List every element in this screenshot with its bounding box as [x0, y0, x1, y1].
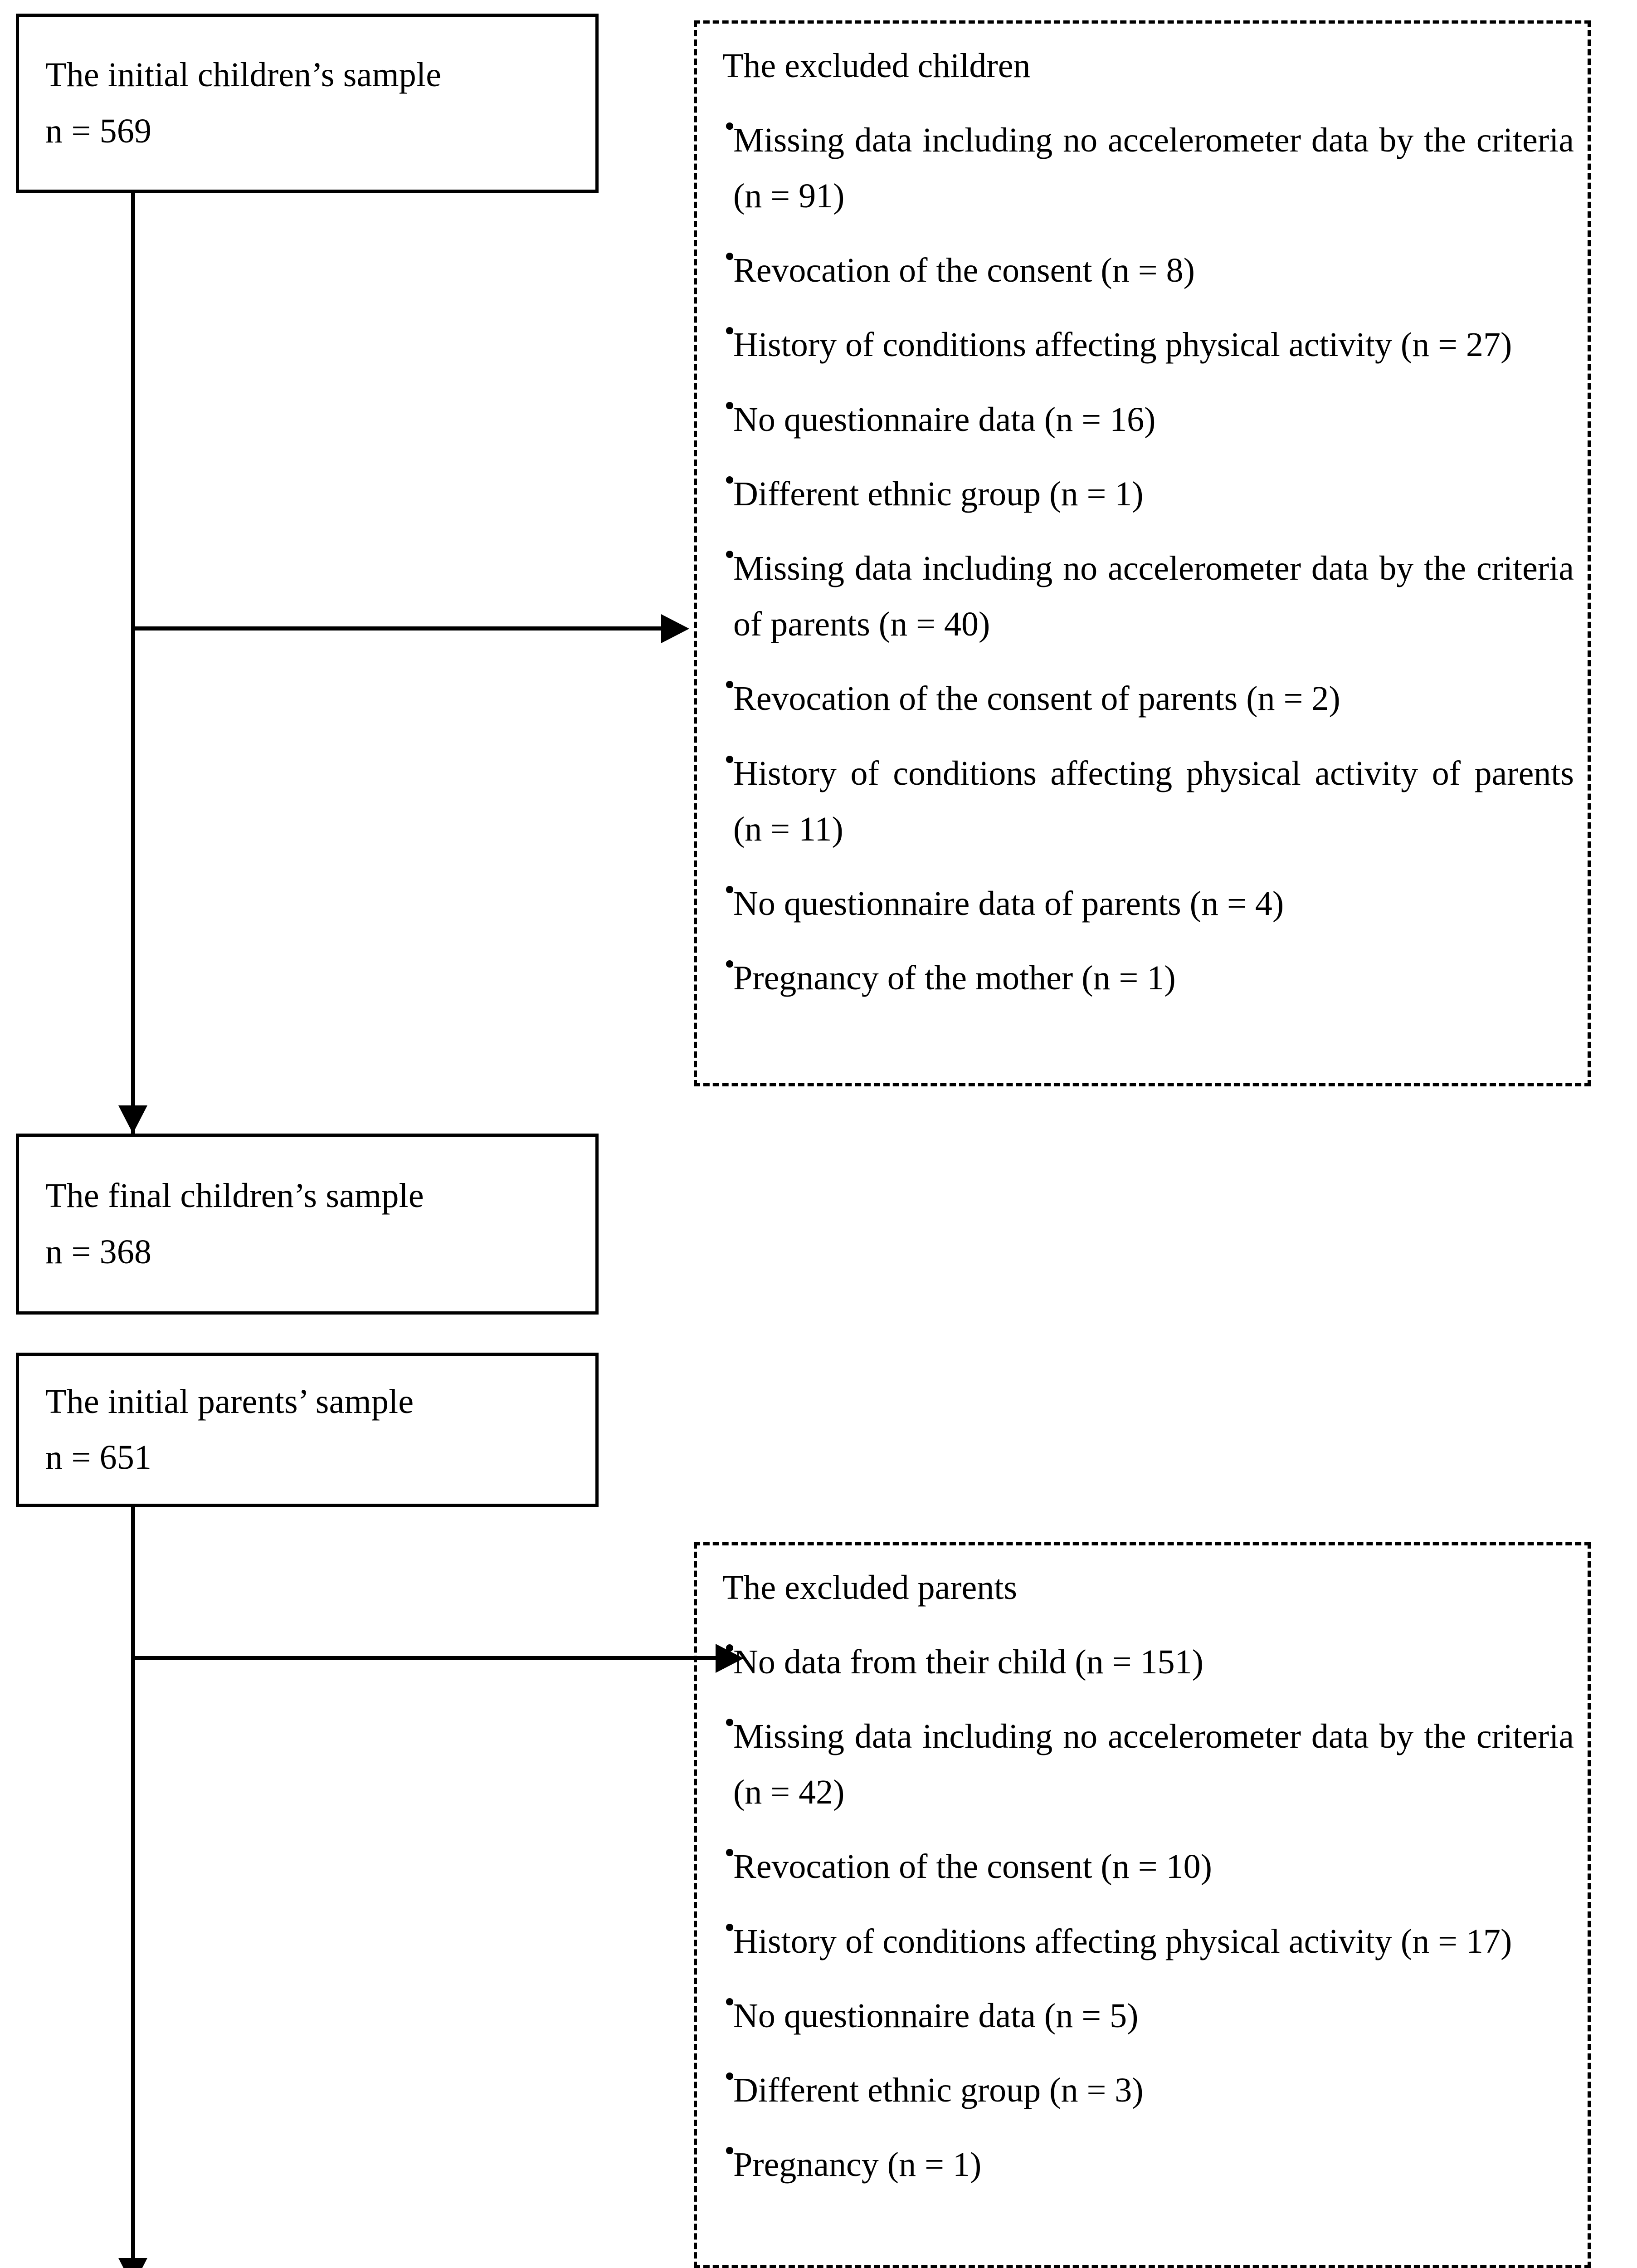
- list-item: ・Revocation of the consent (n = 8): [712, 230, 1574, 298]
- bullet-icon: ・: [712, 667, 747, 706]
- list-item: ・No questionnaire data (n = 5): [712, 1976, 1574, 2044]
- list-item-text: Revocation of the consent (n = 8): [733, 251, 1195, 290]
- bullet-icon: ・: [712, 2059, 747, 2097]
- list-item-text: Missing data including no accelerometer …: [733, 549, 1574, 644]
- connector-parents-branch-to-excluded: [131, 1656, 723, 1660]
- bullet-icon: ・: [712, 462, 747, 501]
- box-final-children-label: The final children’s sample: [45, 1177, 424, 1215]
- excluded-parents-list: ・No data from their child (n = 151) ・Mis…: [712, 1622, 1574, 2193]
- list-item-text: Pregnancy (n = 1): [733, 2146, 982, 2184]
- list-item-text: History of conditions affecting physical…: [733, 326, 1512, 364]
- list-item: ・No questionnaire data (n = 16): [712, 380, 1574, 448]
- bullet-icon: ・: [712, 2133, 747, 2172]
- list-item: ・Missing data including no accelerometer…: [712, 100, 1574, 224]
- list-item: ・Missing data including no accelerometer…: [712, 1696, 1574, 1820]
- bullet-icon: ・: [712, 872, 747, 910]
- list-item: ・Missing data including no accelerometer…: [712, 528, 1574, 652]
- bullet-icon: ・: [712, 239, 747, 278]
- box-initial-parents-sample: The initial parents’ sample n = 651: [16, 1353, 599, 1507]
- connector-children-trunk: [131, 193, 135, 1135]
- list-item-text: Different ethnic group (n = 3): [733, 2071, 1144, 2110]
- bullet-icon: ・: [712, 1984, 747, 2023]
- list-item: ・History of conditions affecting physica…: [712, 1901, 1574, 1970]
- list-item: ・Revocation of the consent (n = 10): [712, 1827, 1574, 1895]
- list-item: ・No data from their child (n = 151): [712, 1622, 1574, 1690]
- box-initial-children-label: The initial children’s sample: [45, 56, 442, 94]
- arrowhead-to-excluded-children: [661, 614, 689, 643]
- box-initial-children-count: n = 569: [45, 112, 152, 150]
- bullet-icon: ・: [712, 1910, 747, 1948]
- bullet-icon: ・: [712, 537, 747, 575]
- bullet-icon: ・: [712, 313, 747, 352]
- list-item: ・Pregnancy (n = 1): [712, 2125, 1574, 2193]
- box-excluded-parents: The excluded parents ・No data from their…: [694, 1542, 1591, 2268]
- bullet-icon: ・: [712, 947, 747, 985]
- list-item-text: No questionnaire data of parents (n = 4): [733, 884, 1284, 923]
- bullet-icon: ・: [712, 742, 747, 780]
- list-item-text: Revocation of the consent of parents (n …: [733, 679, 1340, 718]
- list-item-text: No data from their child (n = 151): [733, 1642, 1203, 1681]
- list-item-text: No questionnaire data (n = 16): [733, 400, 1156, 439]
- excluded-children-list: ・Missing data including no accelerometer…: [712, 100, 1574, 1007]
- list-item-text: Missing data including no accelerometer …: [733, 121, 1574, 215]
- list-item-text: Revocation of the consent (n = 10): [733, 1848, 1212, 1886]
- connector-parents-trunk: [131, 1507, 135, 2268]
- box-final-children-sample: The final children’s sample n = 368: [16, 1134, 599, 1315]
- arrowhead-to-final-parents: [118, 2258, 147, 2268]
- list-item-text: History of conditions affecting physical…: [733, 754, 1574, 848]
- list-item-text: History of conditions affecting physical…: [733, 1922, 1512, 1960]
- list-item-text: Missing data including no accelerometer …: [733, 1717, 1574, 1812]
- list-item: ・History of conditions affecting physica…: [712, 733, 1574, 857]
- list-item-text: No questionnaire data (n = 5): [733, 1996, 1139, 2035]
- list-item-text: Different ethnic group (n = 1): [733, 474, 1144, 513]
- box-initial-parents-label: The initial parents’ sample: [45, 1382, 414, 1421]
- list-item: ・Pregnancy of the mother (n = 1): [712, 938, 1574, 1006]
- list-item: ・Revocation of the consent of parents (n…: [712, 659, 1574, 727]
- list-item: ・Different ethnic group (n = 1): [712, 454, 1574, 522]
- box-final-children-count: n = 368: [45, 1232, 152, 1271]
- bullet-icon: ・: [712, 1705, 747, 1744]
- list-item: ・No questionnaire data of parents (n = 4…: [712, 864, 1574, 932]
- bullet-icon: ・: [712, 1835, 747, 1874]
- bullet-icon: ・: [712, 388, 747, 426]
- list-item: ・Different ethnic group (n = 3): [712, 2050, 1574, 2118]
- bullet-icon: ・: [712, 108, 747, 147]
- box-excluded-children: The excluded children ・Missing data incl…: [694, 20, 1591, 1086]
- excluded-children-title: The excluded children: [722, 47, 1031, 85]
- list-item: ・History of conditions affecting physica…: [712, 305, 1574, 373]
- connector-children-branch-to-excluded: [131, 626, 668, 631]
- box-initial-parents-count: n = 651: [45, 1438, 152, 1476]
- box-initial-children-sample: The initial children’s sample n = 569: [16, 14, 599, 193]
- excluded-parents-title: The excluded parents: [722, 1569, 1017, 1607]
- arrowhead-to-excluded-parents: [716, 1644, 744, 1673]
- list-item-text: Pregnancy of the mother (n = 1): [733, 959, 1176, 997]
- arrowhead-to-final-children: [118, 1105, 147, 1134]
